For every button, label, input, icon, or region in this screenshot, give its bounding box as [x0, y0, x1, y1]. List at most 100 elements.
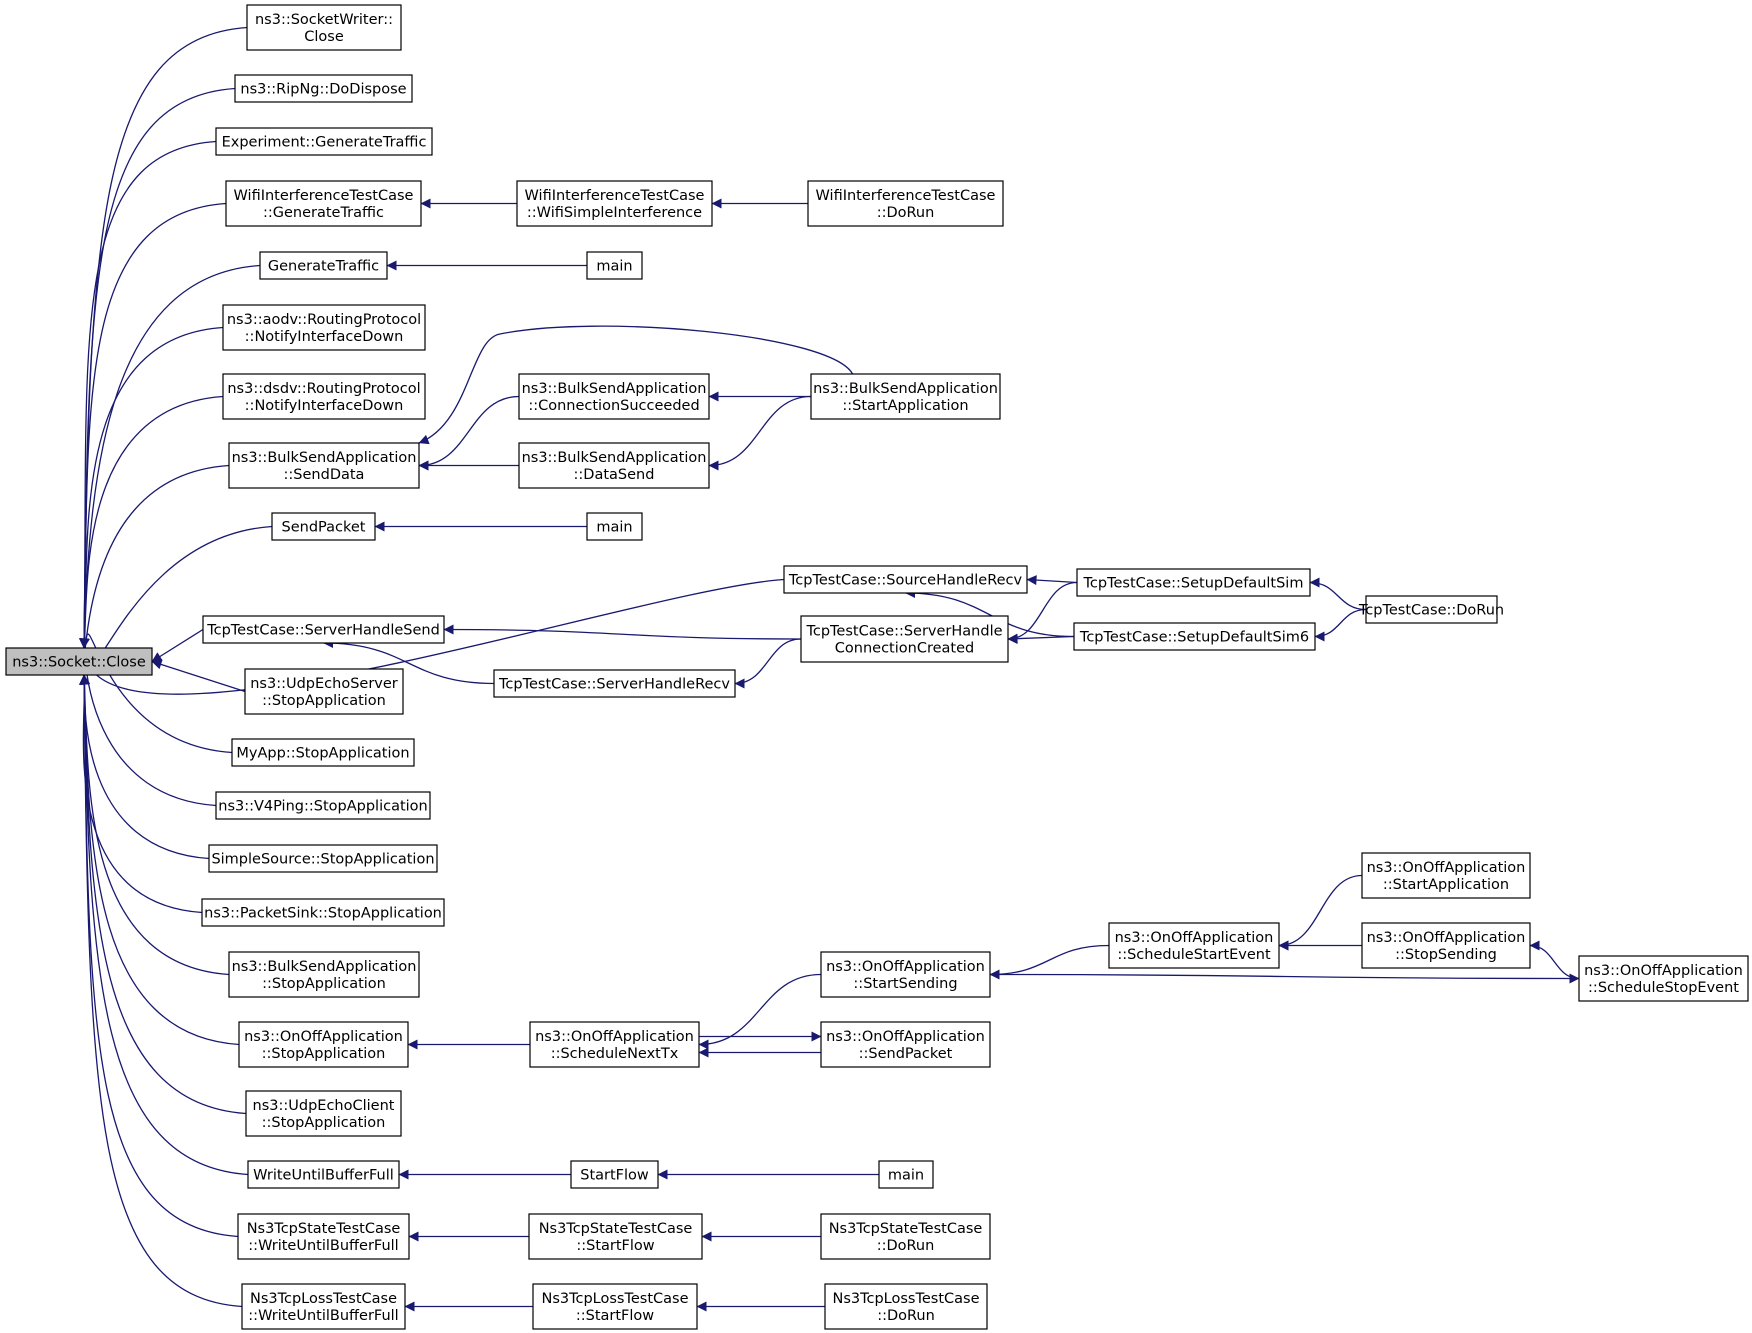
function-node[interactable]: ns3::aodv::RoutingProtocol::NotifyInterf…	[222, 304, 426, 351]
node-label: Ns3TcpLossTestCase	[250, 1291, 397, 1307]
call-edge	[151, 628, 204, 663]
function-node[interactable]: Ns3TcpStateTestCase::WriteUntilBufferFul…	[237, 1213, 410, 1260]
function-node[interactable]: ns3::BulkSendApplication::StopApplicatio…	[228, 951, 420, 998]
function-node[interactable]: main	[586, 251, 643, 280]
node-label: WifiInterferenceTestCase	[816, 188, 996, 204]
function-node[interactable]: main	[878, 1160, 934, 1189]
function-node[interactable]: WifiInterferenceTestCase::GenerateTraffi…	[225, 180, 422, 227]
node-label: Ns3TcpLossTestCase	[541, 1291, 688, 1307]
node-label: Ns3TcpStateTestCase	[829, 1221, 983, 1237]
node-label: ns3::UdpEchoServer	[250, 676, 398, 692]
function-node[interactable]: Experiment::GenerateTraffic	[215, 127, 433, 156]
node-box	[529, 1021, 700, 1068]
node-label: main	[888, 1168, 924, 1184]
node-label: Ns3TcpStateTestCase	[539, 1221, 693, 1237]
function-node[interactable]: ns3::OnOffApplication::StopSending	[1361, 922, 1531, 969]
function-node[interactable]: TcpTestCase::DoRun	[1358, 595, 1504, 624]
node-box	[1076, 568, 1311, 597]
root-node[interactable]: ns3::Socket::Close	[5, 647, 153, 676]
nodes-layer: ns3::Socket::Close ns3::SocketWriter::Clo…	[5, 4, 1749, 1330]
function-node[interactable]: SendPacket	[271, 512, 376, 541]
node-box	[259, 251, 388, 280]
node-label: ::WriteUntilBufferFull	[248, 1308, 398, 1324]
node-label: ::StartSending	[853, 976, 957, 992]
function-node[interactable]: Ns3TcpLossTestCase::DoRun	[824, 1283, 988, 1330]
function-node[interactable]: ns3::OnOffApplication::StopApplication	[238, 1021, 409, 1068]
node-box	[247, 1160, 400, 1189]
node-box	[231, 738, 415, 767]
node-box	[5, 647, 153, 676]
function-node[interactable]: TcpTestCase::ServerHandleRecv	[493, 669, 736, 698]
call-edge	[79, 87, 236, 649]
call-edge	[905, 588, 1075, 638]
function-node[interactable]: ns3::UdpEchoServer::StopApplication	[244, 668, 404, 715]
function-node[interactable]: GenerateTraffic	[259, 251, 388, 280]
function-node[interactable]: WriteUntilBufferFull	[247, 1160, 400, 1189]
function-node[interactable]: TcpTestCase::SetupDefaultSim	[1076, 568, 1311, 597]
node-label: ns3::OnOffApplication	[826, 1029, 985, 1045]
call-edge	[79, 395, 224, 649]
node-label: Ns3TcpStateTestCase	[247, 1221, 401, 1237]
function-node[interactable]: ns3::BulkSendApplication::StartApplicati…	[810, 373, 1001, 420]
function-node[interactable]: ns3::OnOffApplication::StartSending	[820, 951, 991, 998]
node-label: ::StopApplication	[262, 1046, 386, 1062]
function-node[interactable]: WifiInterferenceTestCase::WifiSimpleInte…	[516, 180, 713, 227]
node-label: ::ScheduleStopEvent	[1588, 980, 1739, 996]
function-node[interactable]: TcpTestCase::SourceHandleRecv	[783, 565, 1028, 594]
call-edge	[79, 202, 227, 649]
node-label: ::SendData	[284, 467, 365, 483]
node-box	[878, 1160, 934, 1189]
function-node[interactable]: WifiInterferenceTestCase::DoRun	[807, 180, 1004, 227]
node-label: ::ScheduleNextTx	[551, 1046, 679, 1062]
function-node[interactable]: Ns3TcpLossTestCase::WriteUntilBufferFull	[241, 1283, 406, 1330]
function-node[interactable]: ns3::V4Ping::StopApplication	[215, 791, 431, 820]
function-node[interactable]: ns3::OnOffApplication::ScheduleStopEvent	[1578, 955, 1749, 1002]
node-box	[222, 304, 426, 351]
call-edge	[418, 395, 520, 471]
call-edge	[1529, 940, 1580, 980]
function-node[interactable]: ns3::BulkSendApplication::DataSend	[518, 442, 710, 489]
node-box	[1108, 922, 1280, 969]
function-node[interactable]: Ns3TcpLossTestCase::StartFlow	[532, 1283, 698, 1330]
function-node[interactable]: MyApp::StopApplication	[231, 738, 415, 767]
function-node[interactable]: main	[586, 512, 643, 541]
node-box	[1361, 852, 1531, 899]
function-node[interactable]: ns3::OnOffApplication::SendPacket	[820, 1021, 991, 1068]
node-box	[820, 951, 991, 998]
call-edge	[989, 944, 1110, 980]
node-box	[1073, 622, 1316, 651]
call-edge	[151, 659, 246, 693]
node-box	[234, 74, 413, 103]
node-label: StartFlow	[580, 1168, 649, 1184]
function-node[interactable]: ns3::PacketSink::StopApplication	[201, 898, 445, 927]
node-label: ::WriteUntilBufferFull	[248, 1238, 398, 1254]
function-node[interactable]: TcpTestCase::SetupDefaultSim6	[1073, 622, 1316, 651]
function-node[interactable]: SimpleSource::StopApplication	[208, 844, 438, 873]
node-label: ns3::OnOffApplication	[1367, 930, 1526, 946]
node-label: TcpTestCase::SourceHandleRecv	[788, 573, 1023, 589]
node-box	[202, 615, 445, 644]
call-edge	[1278, 874, 1363, 951]
function-node[interactable]: TcpTestCase::ServerHandleConnectionCreat…	[800, 615, 1009, 663]
node-label: TcpTestCase::SetupDefaultSim6	[1079, 630, 1309, 646]
node-label: ::WifiSimpleInterference	[527, 205, 702, 221]
node-label: ::ConnectionSucceeded	[528, 398, 699, 414]
function-node[interactable]: ns3::OnOffApplication::ScheduleStartEven…	[1108, 922, 1280, 969]
function-node[interactable]: Ns3TcpStateTestCase::StartFlow	[528, 1213, 703, 1260]
function-node[interactable]: ns3::BulkSendApplication::ConnectionSucc…	[518, 373, 710, 420]
function-node[interactable]: ns3::SocketWriter::Close	[246, 4, 402, 51]
function-node[interactable]: ns3::BulkSendApplication::SendData	[228, 442, 420, 489]
function-node[interactable]: ns3::RipNg::DoDispose	[234, 74, 413, 103]
function-node[interactable]: TcpTestCase::ServerHandleSend	[202, 615, 445, 644]
call-edge	[79, 140, 217, 649]
function-node[interactable]: Ns3TcpStateTestCase::DoRun	[820, 1213, 991, 1260]
function-node[interactable]: StartFlow	[570, 1160, 659, 1189]
function-node[interactable]: ns3::UdpEchoClient::StopApplication	[245, 1090, 402, 1137]
node-box	[238, 1021, 409, 1068]
function-node[interactable]: ns3::OnOffApplication::StartApplication	[1361, 852, 1531, 899]
node-box	[800, 615, 1009, 663]
node-box	[208, 844, 438, 873]
function-node[interactable]: ns3::dsdv::RoutingProtocol::NotifyInterf…	[222, 373, 426, 420]
function-node[interactable]: ns3::OnOffApplication::ScheduleNextTx	[529, 1021, 700, 1068]
node-box	[246, 4, 402, 51]
